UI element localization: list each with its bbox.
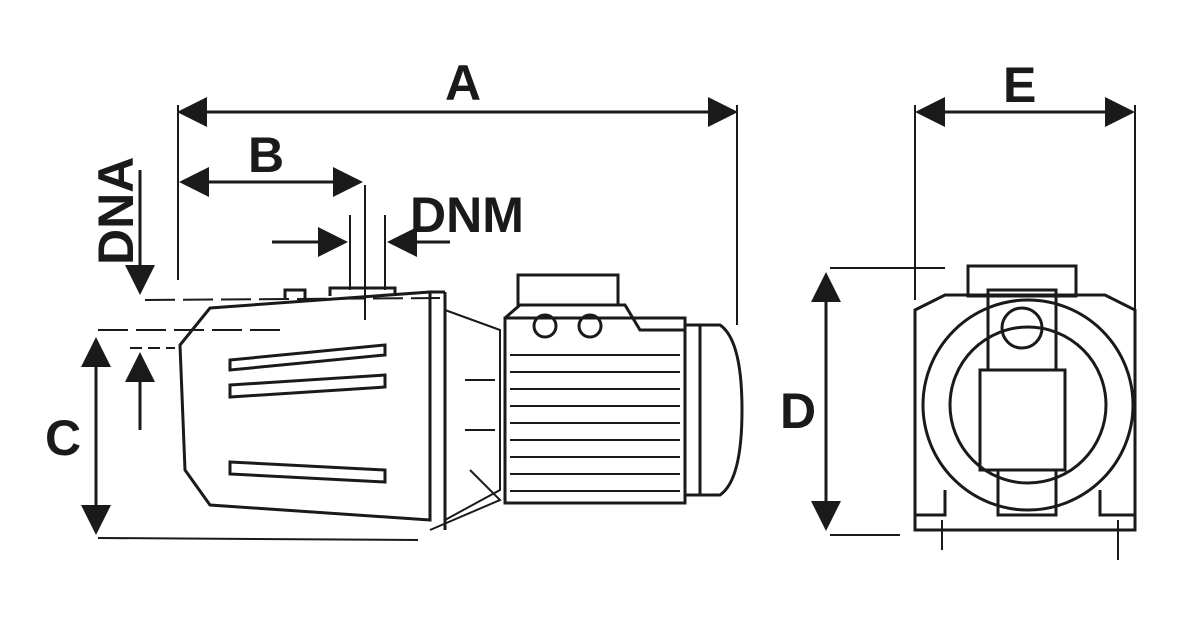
pump-side-view xyxy=(178,273,744,531)
dimension-a: A xyxy=(177,55,738,325)
pump-front-view xyxy=(913,264,1137,560)
label-e: E xyxy=(1003,57,1036,113)
dimension-e: E xyxy=(914,57,1136,310)
label-a: A xyxy=(445,55,481,111)
label-dnm: DNM xyxy=(410,187,524,243)
dimension-b: B xyxy=(179,127,366,320)
label-d: D xyxy=(780,383,816,439)
dimension-dnm: DNM xyxy=(272,187,524,290)
dimension-d: D xyxy=(780,267,945,536)
label-dna: DNA xyxy=(88,157,144,265)
label-b: B xyxy=(248,127,284,183)
label-c: C xyxy=(45,410,81,466)
dimension-dna: DNA xyxy=(88,157,441,430)
